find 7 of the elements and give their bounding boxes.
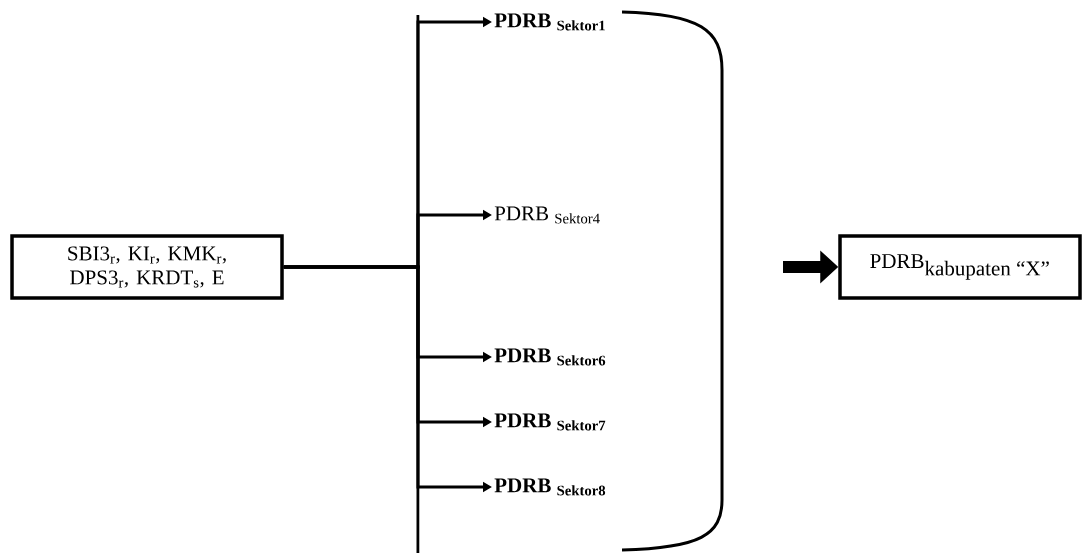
sector-label: PDRB $_{Sektor1}$ (494, 13, 605, 31)
sector-label: PDRB $_{Sektor8}$ (494, 478, 606, 496)
sector-label: PDRB $_{Sektor7}$ (494, 413, 606, 431)
output-box: $\textrm{PDRB}_{\textrm{kabupaten “X”}}$ (838, 234, 1082, 300)
sector-label: PDRB $_{Sektor6}$ (494, 348, 606, 366)
input-box: SBI3$_{r}$, KI$_{r}$, KMK$_{r}$, DPS3$_{r}$, KRDT$_{s}$, E (10, 234, 284, 300)
sector-label: PDRB $_{Sektor4}$ (494, 206, 600, 224)
